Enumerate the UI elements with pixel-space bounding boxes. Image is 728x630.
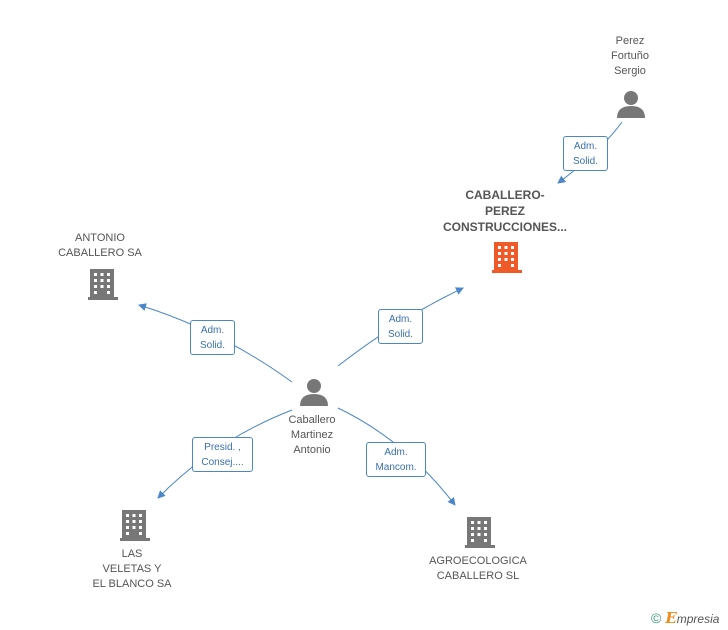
role-line: Adm. [200,325,225,336]
building-icon[interactable] [120,510,150,541]
role-line: Adm. [573,141,598,152]
role-line: Adm. [388,314,413,325]
brand-name: mpresia [676,612,720,626]
role-box-perez-to-caballero-perez[interactable]: Adm. Solid. [563,136,608,171]
label-line: EL BLANCO SA [92,578,172,590]
copyright-symbol: © [651,610,662,626]
label-line: Martinez [290,429,334,441]
label-line: Fortuño [611,50,649,62]
label-line: Perez [615,35,645,47]
role-line: Solid. [199,340,225,351]
label-line: CABALLERO SL [436,570,520,582]
label-line: CABALLERO- [465,188,545,202]
role-box-caballero-to-antonio-sa[interactable]: Adm. Solid. [190,320,235,355]
role-line: Presid. , [204,442,241,453]
node-label-las-veletas-el-blanco-sa[interactable]: LAS VELETAS Y EL BLANCO SA [82,547,182,592]
role-box-caballero-to-caballero-perez[interactable]: Adm. Solid. [378,309,423,344]
role-box-caballero-to-agroecologica[interactable]: Adm. Mancom. [366,442,426,477]
label-line: LAS [121,548,143,560]
label-line: CONSTRUCCIONES... [442,220,567,234]
node-label-caballero-perez-construcciones[interactable]: CABALLERO- PEREZ CONSTRUCCIONES... [440,187,570,235]
label-line: Caballero [288,414,336,426]
building-icon[interactable] [492,242,522,273]
person-icon[interactable] [617,91,645,118]
role-line: Solid. [387,329,413,340]
node-label-caballero-martinez-antonio[interactable]: Caballero Martinez Antonio [272,413,352,458]
role-line: Consej.... [201,457,244,468]
node-label-antonio-caballero-sa[interactable]: ANTONIO CABALLERO SA [50,231,150,261]
person-icon[interactable] [300,379,328,406]
label-line: AGROECOLOGICA [429,555,527,567]
label-line: Antonio [293,444,331,456]
role-line: Mancom. [375,462,417,473]
label-line: PEREZ [484,204,525,218]
building-icon[interactable] [465,517,495,548]
role-line: Solid. [572,156,598,167]
role-box-caballero-to-las-veletas[interactable]: Presid. , Consej.... [192,437,253,472]
node-label-perez-fortuno-sergio[interactable]: Perez Fortuño Sergio [590,34,670,79]
label-line: CABALLERO SA [58,247,142,259]
role-line: Adm. [384,447,408,458]
label-line: Sergio [614,65,646,77]
brand-initial: E [665,609,677,627]
building-icon[interactable] [88,269,118,300]
label-line: VELETAS Y [102,563,162,575]
label-line: ANTONIO [75,232,125,244]
empresia-logo[interactable]: ©Empresia [651,609,719,627]
node-label-agroecologica-caballero-sl[interactable]: AGROECOLOGICA CABALLERO SL [423,554,533,584]
